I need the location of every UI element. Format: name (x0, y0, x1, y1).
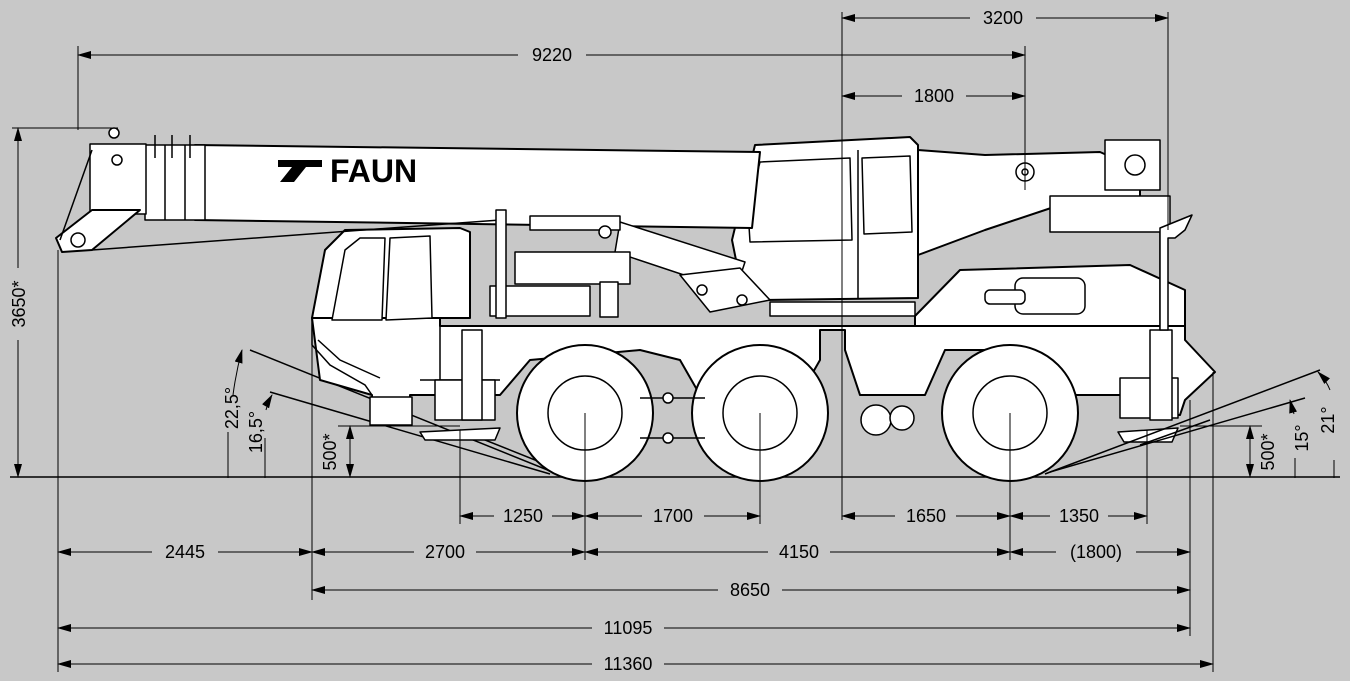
dim-11095: 11095 (604, 618, 653, 638)
boom (194, 144, 761, 229)
faun-logo: FAUN (278, 153, 417, 189)
dim-4150: 4150 (779, 542, 819, 562)
dim-1800-top: 1800 (914, 86, 954, 106)
dim-3650: 3650* (9, 280, 29, 327)
dim-9220: 9220 (532, 45, 572, 65)
dim-2445: 2445 (165, 542, 205, 562)
dim-500-left: 500* (320, 433, 340, 470)
angle-21: 21° (1318, 406, 1338, 433)
crane-vehicle (55, 127, 1321, 482)
dim-3200: 3200 (983, 8, 1023, 28)
dim-1250: 1250 (503, 506, 543, 526)
dim-500-right: 500* (1258, 433, 1278, 470)
dim-1700: 1700 (653, 506, 693, 526)
angle-22-5: 22,5° (222, 387, 242, 429)
brand-name: FAUN (330, 153, 417, 189)
angle-15: 15° (1292, 424, 1312, 451)
dim-1800-paren: (1800) (1070, 542, 1122, 562)
dim-2700: 2700 (425, 542, 465, 562)
dim-8650: 8650 (730, 580, 770, 600)
angle-16-5: 16,5° (246, 411, 266, 453)
dim-11360: 11360 (604, 654, 653, 674)
dim-1350: 1350 (1059, 506, 1099, 526)
dim-1650: 1650 (906, 506, 946, 526)
